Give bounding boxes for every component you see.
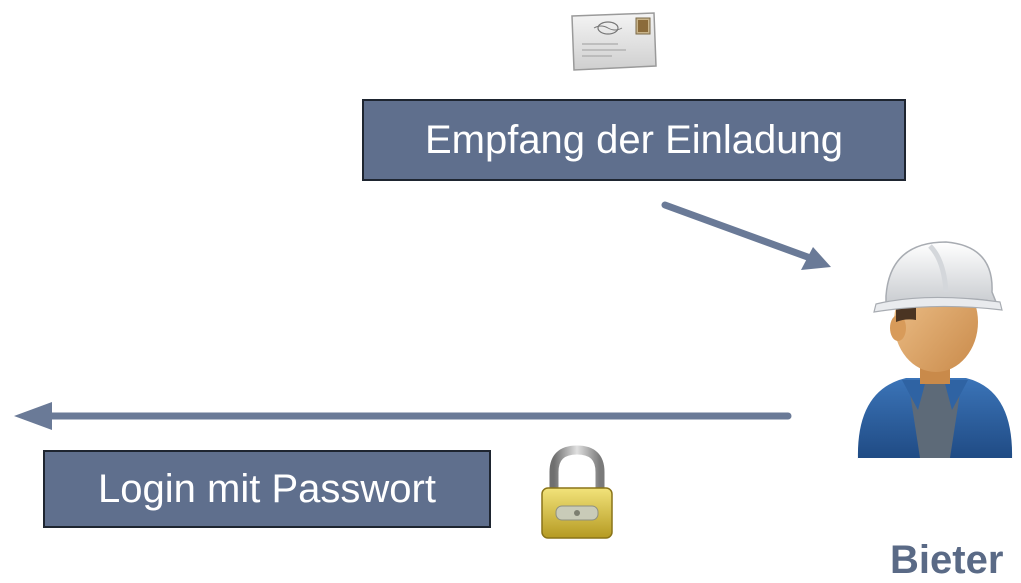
- arrow-login: [14, 402, 792, 430]
- step-label-invitation: Empfang der Einladung: [424, 117, 844, 162]
- arrow-to-actor: [661, 201, 831, 270]
- padlock-icon: [541, 445, 613, 539]
- envelope-icon: [571, 12, 657, 71]
- construction-worker-icon: [857, 241, 1013, 460]
- step-label-login: Login mit Passwort: [98, 466, 436, 511]
- step-box-login: Login mit Passwort: [43, 450, 491, 528]
- actor-label: Bieter: [890, 538, 1004, 582]
- step-box-invitation: Empfang der Einladung: [362, 99, 906, 181]
